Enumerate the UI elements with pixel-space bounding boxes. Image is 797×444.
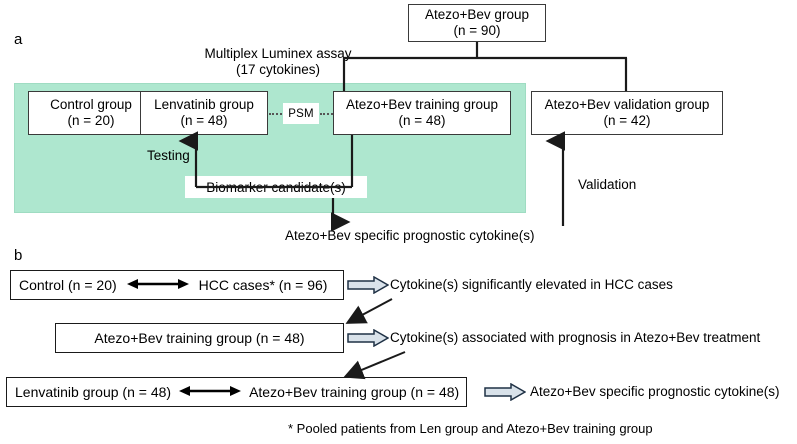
panel-b-footnote: * Pooled patients from Len group and Ate… [288, 421, 653, 436]
atezo-bev-group-line2: (n = 90) [453, 23, 501, 38]
biomarker-candidates-chip: Biomarker candidate(s) [185, 176, 367, 198]
assay-label: Multiplex Luminex assay (17 cytokines) [163, 46, 393, 78]
panel-b-row1-box: Control (n = 20) HCC cases* (n = 96) [10, 270, 344, 300]
panel-b-row1-result: Cytokine(s) significantly elevated in HC… [390, 277, 673, 292]
double-arrow-icon-row3 [179, 384, 242, 401]
lenvatinib-group-line1: Lenvatinib group [154, 97, 254, 113]
block-arrow-icon-row2 [347, 328, 390, 352]
panel-b-row1-left: Control (n = 20) [19, 277, 117, 293]
validation-group-line1: Atezo+Bev validation group [544, 97, 710, 113]
psm-chip: PSM [283, 103, 319, 124]
control-group-line2: (n = 20) [67, 113, 115, 128]
block-arrow-icon-row1 [347, 275, 390, 299]
assay-label-line1: Multiplex Luminex assay [204, 46, 352, 61]
panel-b-row2-box: Atezo+Bev training group (n = 48) [55, 323, 344, 353]
panel-b-row1-right: HCC cases* (n = 96) [198, 277, 328, 293]
panel-b-row3-left: Lenvatinib group (n = 48) [15, 384, 172, 400]
panel-b-row2-result: Cytokine(s) associated with prognosis in… [390, 330, 761, 345]
panel-b-letter: b [14, 247, 23, 264]
block-arrow-icon-row3 [484, 382, 527, 406]
panel-a-outcome-label: Atezo+Bev specific prognostic cytokine(s… [285, 228, 535, 243]
validation-group-line2: (n = 42) [603, 113, 651, 128]
lenvatinib-group-box: Lenvatinib group (n = 48) [140, 91, 268, 135]
panel-a-letter: a [14, 31, 23, 48]
atezo-bev-training-group-box: Atezo+Bev training group (n = 48) [333, 91, 511, 135]
panel-b-row2-text: Atezo+Bev training group (n = 48) [94, 330, 305, 346]
atezo-bev-group-line1: Atezo+Bev group [425, 7, 529, 23]
control-group-box: Control group (n = 20) [28, 91, 154, 135]
training-group-line1: Atezo+Bev training group [346, 97, 498, 113]
atezo-bev-validation-group-box: Atezo+Bev validation group (n = 42) [531, 91, 723, 135]
control-group-line1: Control group [50, 97, 132, 113]
lenvatinib-group-line2: (n = 48) [180, 113, 228, 128]
training-group-line2: (n = 48) [398, 113, 446, 128]
atezo-bev-group-box: Atezo+Bev group (n = 90) [408, 4, 546, 42]
validation-label: Validation [578, 177, 637, 192]
psm-dotted-line-right [320, 113, 333, 115]
panel-b-row3-right: Atezo+Bev training group (n = 48) [249, 384, 460, 400]
testing-label: Testing [147, 148, 190, 163]
double-arrow-icon [126, 277, 189, 294]
assay-label-line2: (17 cytokines) [235, 62, 321, 78]
panel-b-row3-result: Atezo+Bev specific prognostic cytokine(s… [530, 384, 780, 399]
panel-b-row3-box: Lenvatinib group (n = 48) Atezo+Bev trai… [6, 377, 467, 407]
psm-dotted-line-left [269, 113, 282, 115]
